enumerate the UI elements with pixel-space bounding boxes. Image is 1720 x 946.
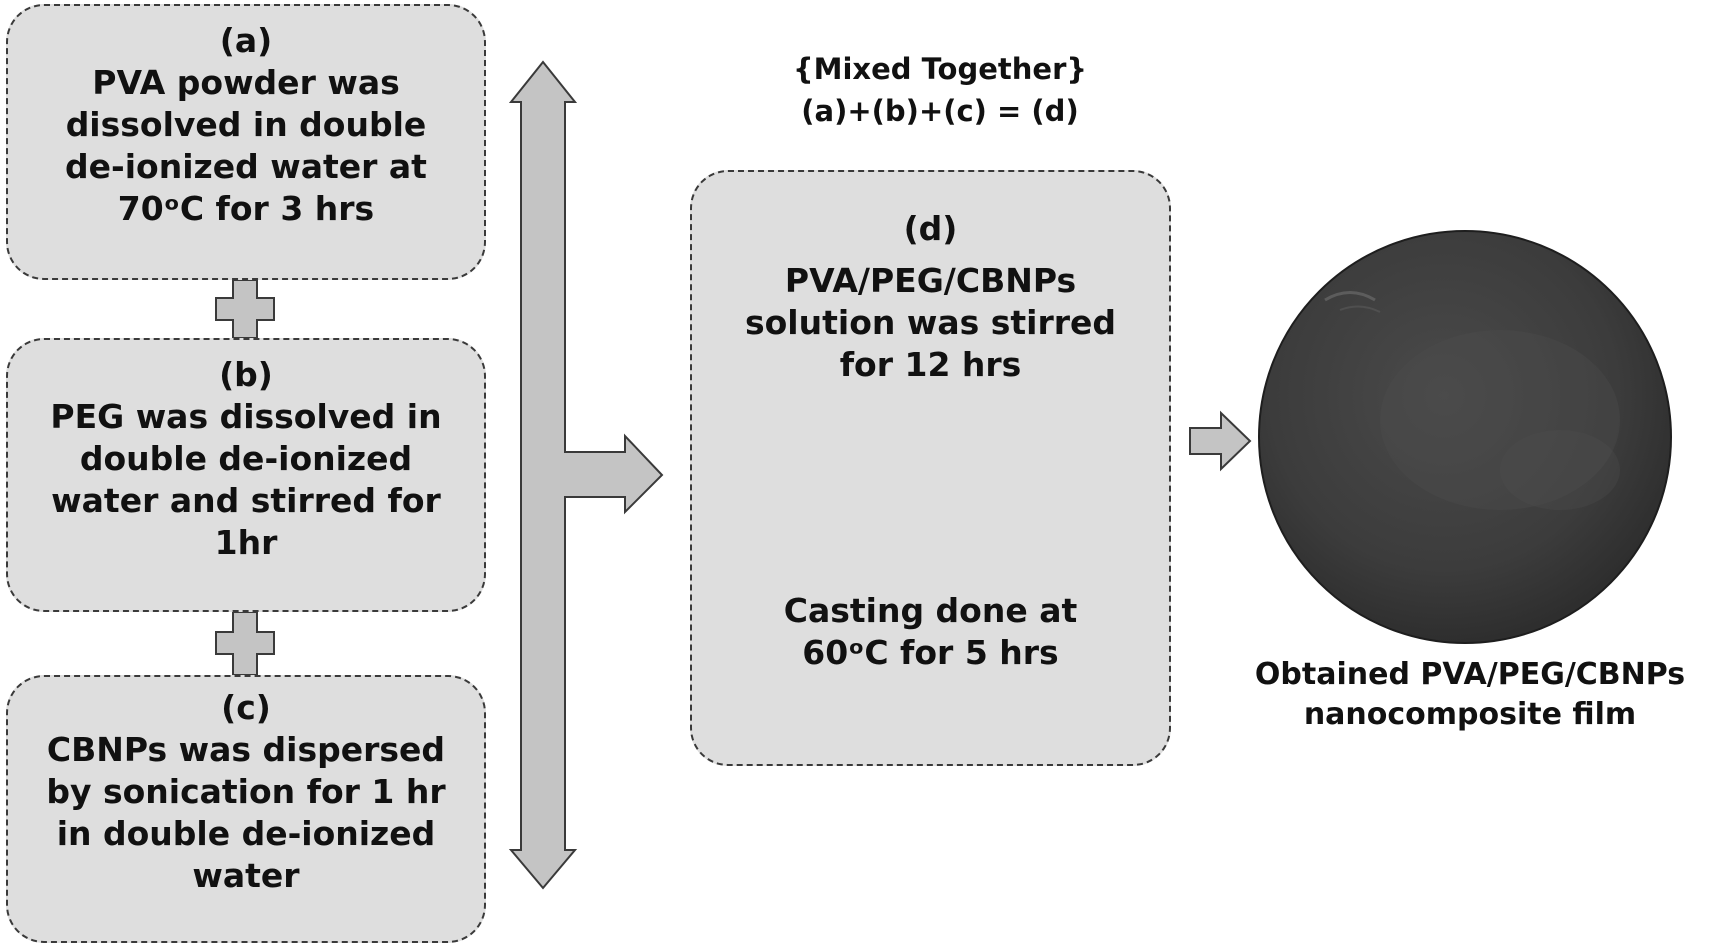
step-a-text: PVA powder was dissolved in double de-io… [65,63,427,228]
mix-equation: (a)+(b)+(c) = (d) [801,94,1079,128]
right-arrow [1189,410,1252,472]
casting-text: Casting done at 60ᵒC for 5 hrs [783,591,1078,672]
film-caption: Obtained PVA/PEG/CBNPs nanocomposite fil… [1254,657,1686,732]
plus-icon-bc [215,611,275,676]
step-b-box: (b) PEG was dissolved in double de-ioniz… [6,338,486,612]
step-c-label: (c) [221,688,271,727]
step-a-box: (a) PVA powder was dissolved in double d… [6,4,486,280]
step-d-box: (d) PVA/PEG/CBNPs solution was stirred f… [690,170,1171,766]
mixed-together-label: {Mixed Together} [792,52,1088,86]
step-d-label: (d) [903,209,958,248]
step-a-label: (a) [219,21,273,60]
nanocomposite-film-image [1258,230,1672,644]
step-c-text: CBNPs was dispersed by sonication for 1 … [46,730,446,895]
step-b-text: PEG was dissolved in double de-ionized w… [50,397,442,562]
step-b-label: (b) [219,355,273,394]
combine-arrow [508,60,664,890]
step-c-box: (c) CBNPs was dispersed by sonication fo… [6,675,486,943]
step-d-text: PVA/PEG/CBNPs solution was stirred for 1… [744,261,1117,384]
plus-icon-ab [215,279,275,339]
